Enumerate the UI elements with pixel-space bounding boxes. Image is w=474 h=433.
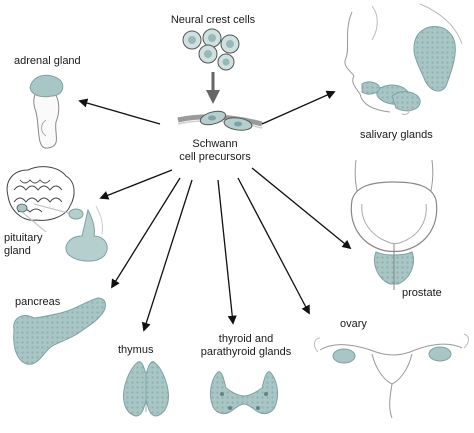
pituitary-gland-illustration (6, 166, 108, 262)
thyroid-line-1: thyroid and (218, 333, 274, 345)
pituitary-line-1: pituitary (4, 232, 43, 244)
prostate-illustration (350, 159, 438, 290)
arrow-to-salivary (261, 90, 336, 125)
thyroid-line-2: parathyroid glands (200, 346, 292, 358)
schwann-cell-precursors-label: Schwann cell precursors (160, 138, 270, 164)
neural-crest-cells-illustration (182, 28, 240, 71)
ovary-label: ovary (340, 318, 367, 330)
prostate-label: prostate (402, 287, 442, 299)
thymus-illustration (123, 361, 169, 417)
arrows (78, 90, 352, 332)
arrow-to-thymus (141, 179, 193, 332)
pancreas-label: pancreas (15, 296, 61, 308)
hub-line-2: cell precursors (179, 151, 251, 163)
arrow-to-adrenal (78, 98, 161, 125)
pituitary-gland-label: pituitary gland (4, 232, 43, 258)
adrenal-gland-illustration (29, 74, 64, 149)
crest-to-precursor-arrow (206, 72, 220, 104)
arrow-to-thyroid (217, 179, 237, 325)
pituitary-line-2: gland (4, 245, 31, 257)
salivary-glands-illustration (344, 3, 463, 115)
arrow-to-prostate (251, 167, 352, 250)
salivary-glands-label: salivary glands (360, 129, 433, 141)
thymus-label: thymus (118, 344, 154, 356)
ovary-illustration (313, 333, 469, 419)
arrow-to-pancreas (111, 177, 181, 289)
hub-line-1: Schwann (192, 138, 238, 150)
adrenal-gland-label: adrenal gland (14, 55, 81, 67)
neural-crest-cells-label: Neural crest cells (170, 14, 256, 26)
pancreas-illustration (13, 297, 106, 365)
arrow-to-pituitary (99, 169, 173, 200)
arrow-to-ovary (237, 177, 310, 315)
thyroid-parathyroid-label: thyroid and parathyroid glands (186, 333, 306, 359)
schwann-cell-precursors-illustration (177, 110, 263, 131)
thyroid-illustration (209, 371, 279, 415)
